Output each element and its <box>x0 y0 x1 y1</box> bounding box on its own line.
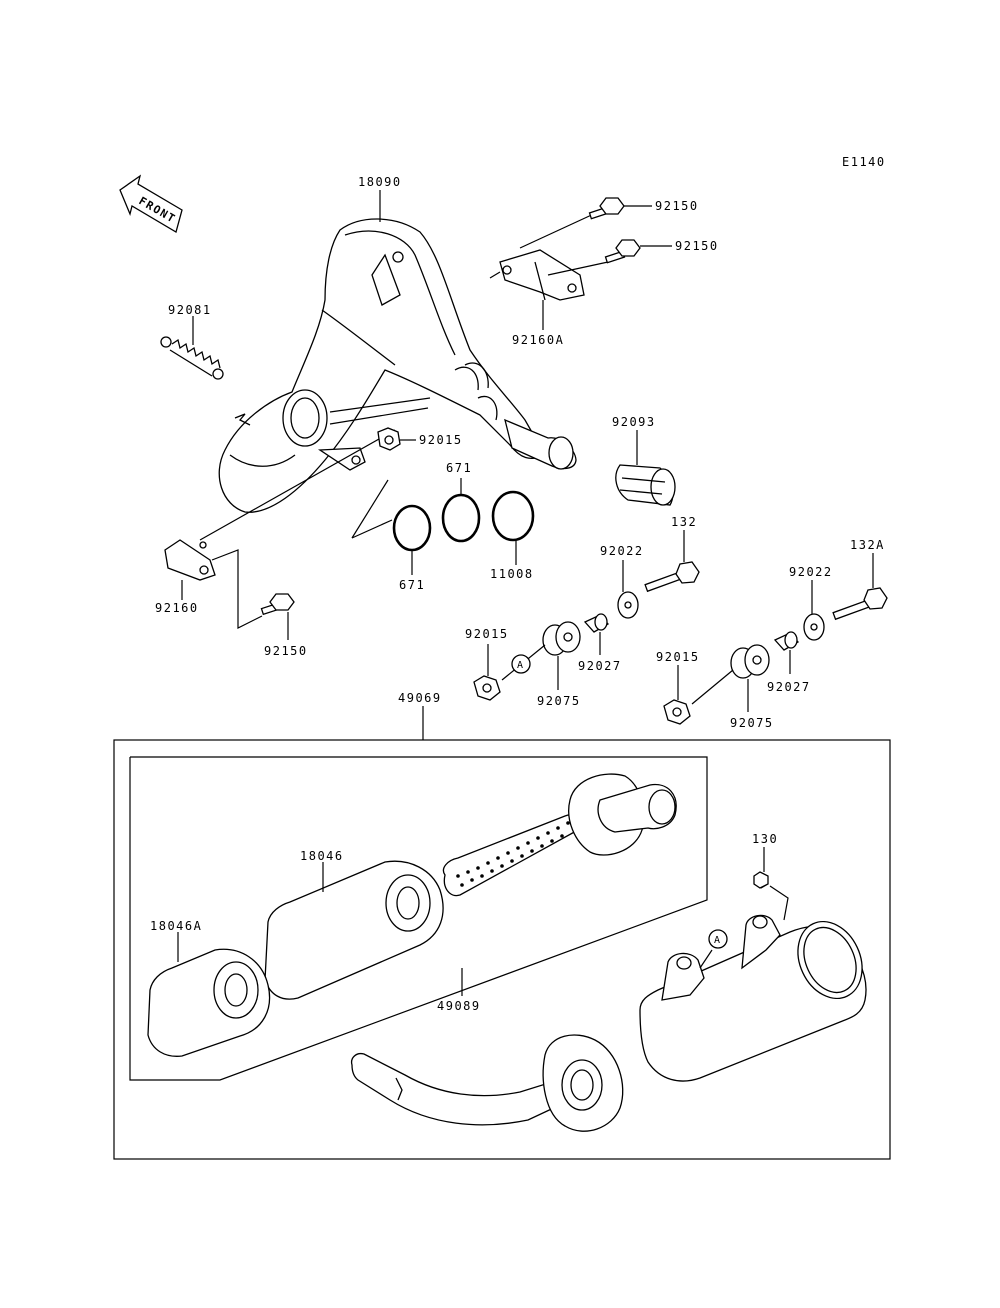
label-92093: 92093 <box>612 415 656 429</box>
label-92075-right: 92075 <box>730 716 774 730</box>
label-92075-left: 92075 <box>537 694 581 708</box>
bracket-92160A <box>499 249 585 301</box>
grommet-92075-right <box>730 644 770 679</box>
front-arrow-icon: FRONT <box>119 174 183 233</box>
spring-92081 <box>160 336 224 380</box>
bolt-130 <box>753 871 769 889</box>
packing-18046 <box>264 860 444 1000</box>
label-92150-middle: 92150 <box>675 239 719 253</box>
packing-18046A <box>147 948 271 1057</box>
callout-a-upper-label: A <box>517 660 523 671</box>
diagram-code: E1140 <box>842 155 886 169</box>
label-92022-left: 92022 <box>600 544 644 558</box>
washer-92022-left <box>617 591 639 619</box>
label-92022-right: 92022 <box>789 565 833 579</box>
silencer-inlet-pipe <box>350 1052 561 1126</box>
callout-a-lower <box>708 929 728 949</box>
grommet-92075-left <box>542 621 581 656</box>
label-18046A: 18046A <box>150 919 202 933</box>
label-92150-upper: 92150 <box>655 199 699 213</box>
label-18090: 18090 <box>358 175 402 189</box>
grommet-92093 <box>615 464 676 506</box>
silencer-assembly-box <box>113 739 891 1160</box>
label-671-lower: 671 <box>399 578 425 592</box>
label-92027-right: 92027 <box>767 680 811 694</box>
label-132A: 132A <box>850 538 885 552</box>
label-92015-left: 92015 <box>465 627 509 641</box>
bolt-92150-middle <box>604 239 641 264</box>
collar-92027-left <box>583 613 610 633</box>
bolt-132A <box>832 587 888 621</box>
label-92027-left: 92027 <box>578 659 622 673</box>
inner-silencer-box <box>129 756 708 1081</box>
label-130: 130 <box>752 832 778 846</box>
label-671-upper: 671 <box>446 461 472 475</box>
label-92150-lower: 92150 <box>264 644 308 658</box>
label-11008: 11008 <box>490 567 534 581</box>
label-49089: 49089 <box>437 999 481 1013</box>
bolt-132 <box>644 561 700 593</box>
inlet-flange <box>542 1034 624 1132</box>
bracket-92160 <box>164 539 216 581</box>
gasket-671-upper <box>441 493 481 543</box>
callout-a-upper <box>511 654 531 674</box>
label-92160: 92160 <box>155 601 199 615</box>
label-92015-chamber: 92015 <box>419 433 463 447</box>
label-49069: 49069 <box>398 691 442 705</box>
nut-92015-right <box>663 699 691 725</box>
collar-92027-right <box>773 631 800 651</box>
perforated-core <box>442 814 580 897</box>
label-132: 132 <box>671 515 697 529</box>
bolt-92150-lower <box>260 593 295 616</box>
label-18046: 18046 <box>300 849 344 863</box>
nut-92015-left <box>473 675 501 701</box>
label-92081: 92081 <box>168 303 212 317</box>
washer-92022-right <box>803 613 825 641</box>
silencer-outer-shell <box>639 914 867 1082</box>
silencer-end-cap <box>568 773 677 856</box>
nut-92015-chamber <box>377 427 401 451</box>
label-92015-right: 92015 <box>656 650 700 664</box>
callout-a-lower-label: A <box>714 935 720 946</box>
gasket-671-lower <box>392 504 432 552</box>
gasket-11008 <box>491 490 535 542</box>
label-92160A: 92160A <box>512 333 564 347</box>
bolt-92150-upper <box>588 197 625 220</box>
